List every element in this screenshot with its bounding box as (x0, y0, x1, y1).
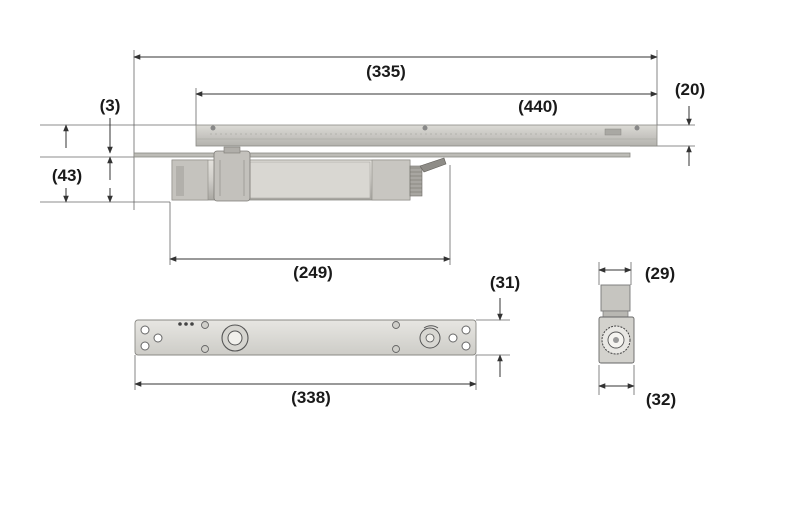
mounting-plate (133, 152, 631, 158)
slide-rail (195, 124, 658, 147)
dimension-label-29: (29) (645, 264, 675, 283)
mounting-hole-icon (140, 341, 150, 351)
dimension-43: (43) (52, 124, 113, 203)
rail-screw-icon (210, 125, 216, 131)
mounting-hole-icon (461, 325, 471, 335)
dimension-label-31: (31) (490, 273, 520, 292)
dimension-32: (32) (598, 383, 676, 409)
screw-icon (392, 321, 400, 329)
dimension-29: (29) (598, 264, 675, 283)
rail-screw-icon (634, 125, 640, 131)
adjustment-gear-icon (409, 165, 423, 197)
closer-plan-body (134, 319, 477, 356)
dimension-20: (20) (675, 80, 705, 166)
dimension-label-335: (335) (366, 62, 406, 81)
dimension-label-249: (249) (293, 263, 333, 282)
dimension-338: (338) (134, 381, 477, 407)
dimension-335: (335) (133, 54, 658, 81)
screw-icon (201, 321, 209, 329)
dimension-label-43: (43) (52, 166, 82, 185)
side-elevation-view (40, 50, 695, 265)
end-view (598, 262, 635, 395)
screw-icon (392, 345, 400, 353)
mounting-hole-icon (153, 333, 163, 343)
dimension-249: (249) (169, 256, 451, 282)
dimension-440: (440) (195, 91, 658, 116)
mounting-hole-icon (140, 325, 150, 335)
rail-screw-icon (422, 125, 428, 131)
pinion-block (213, 150, 251, 202)
dimension-label-32: (32) (646, 390, 676, 409)
rail-end-profile (600, 284, 631, 312)
dimension-label-20: (20) (675, 80, 705, 99)
dimension-label-3: (3) (100, 96, 121, 115)
plan-view (134, 319, 510, 390)
screw-icon (201, 345, 209, 353)
dimension-label-440: (440) (518, 97, 558, 116)
dimension-31: (31) (490, 273, 520, 377)
mounting-hole-icon (448, 333, 458, 343)
mounting-hole-icon (461, 341, 471, 351)
dimension-label-338: (338) (291, 388, 331, 407)
